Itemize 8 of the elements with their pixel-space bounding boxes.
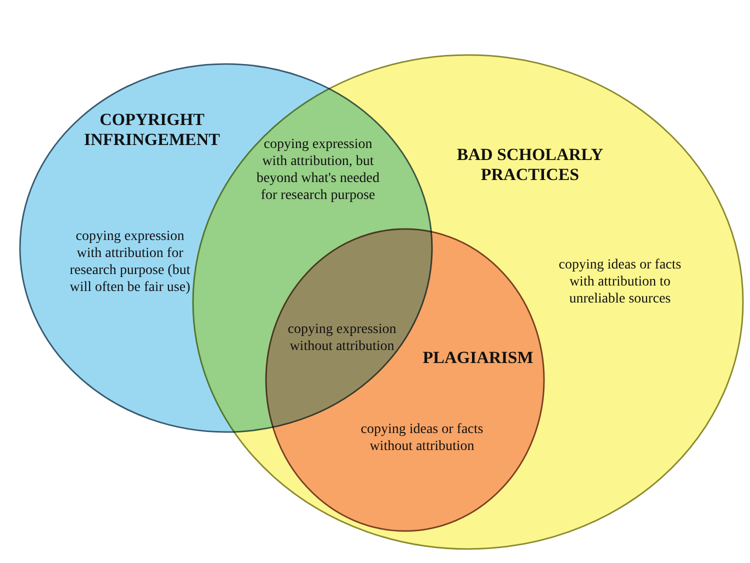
set-description: copying ideas or facts with attribution to unreliable sources bbox=[558, 256, 682, 308]
set-title: PLAGIARISM bbox=[422, 348, 534, 368]
set-description: copying ideas or facts without attribution bbox=[360, 421, 484, 455]
set-description: copying expression with attribution for research purpose (but will often be fair use) bbox=[68, 228, 192, 296]
set-title: COPYRIGHT INFRINGEMENT bbox=[82, 110, 221, 150]
overlap-description: copying expression with attribution, but beyond what's needed for research purpose bbox=[255, 136, 381, 204]
set-title: BAD SCHOLARLY PRACTICES bbox=[456, 145, 604, 185]
overlap-description: copying expression without attribution bbox=[286, 321, 398, 355]
